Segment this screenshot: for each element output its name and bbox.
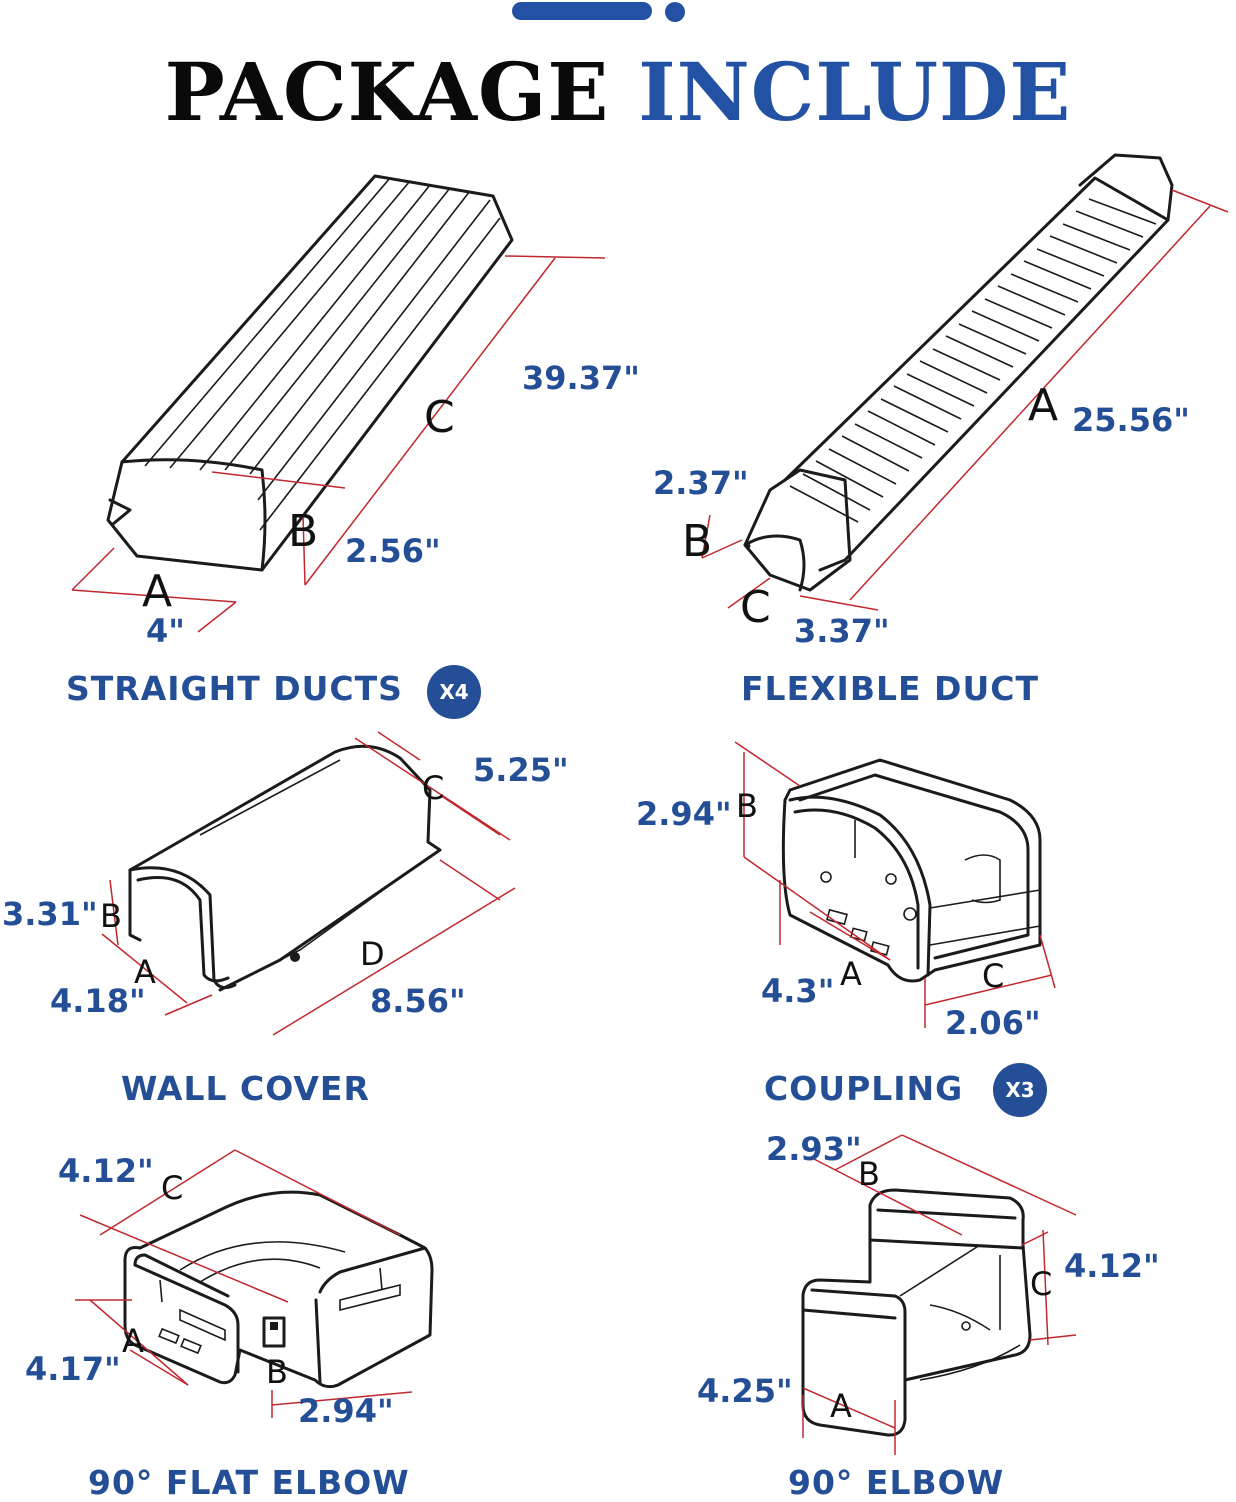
dimension-height: 2.94": [636, 795, 732, 833]
dimension-letter: C: [740, 582, 771, 633]
top-pill-decoration: [512, 2, 652, 20]
dimension-width: 3.37": [794, 612, 890, 650]
dimension-height: 2.93": [766, 1130, 862, 1168]
dimension-height: 3.31": [2, 895, 98, 933]
dimension-depth: 2.06": [945, 1004, 1041, 1042]
dimension-width: 4.17": [25, 1350, 121, 1388]
dimension-letter: B: [682, 516, 713, 567]
item-caption: COUPLING: [764, 1069, 964, 1108]
dimension-width: 4.18": [50, 982, 146, 1020]
dimension-letter: B: [736, 787, 758, 825]
item-caption: STRAIGHT DUCTS: [66, 669, 403, 708]
quantity-badge: X3: [993, 1063, 1047, 1117]
dimension-length: 39.37": [522, 359, 640, 397]
dimension-width: 4": [146, 612, 185, 650]
dimension-letter: A: [840, 955, 862, 993]
dimension-height: 2.94": [298, 1392, 394, 1430]
dimension-length: 25.56": [1072, 401, 1190, 439]
coupling-drawing: [734, 741, 1056, 1028]
dimension-letter: A: [142, 566, 173, 617]
dimension-depth: 4.12": [58, 1152, 154, 1190]
flat-elbow-drawing: [75, 1149, 434, 1418]
dimension-depth: 4.12": [1064, 1247, 1160, 1285]
dimension-width: 4.3": [761, 972, 835, 1010]
page-title: PACKAGE INCLUDE: [0, 52, 1236, 132]
dimension-letter: C: [424, 392, 455, 443]
dimension-letter: B: [100, 897, 122, 935]
wall-cover-drawing: [101, 731, 516, 1036]
dimension-depth: 5.25": [473, 751, 569, 789]
dimension-letter: C: [1030, 1265, 1053, 1303]
top-dot-decoration: [665, 2, 685, 22]
dimension-letter: B: [858, 1155, 880, 1193]
dimension-letter: A: [830, 1387, 852, 1425]
dimension-letter: A: [134, 953, 156, 991]
dimension-height: 2.37": [653, 464, 749, 502]
quantity-badge: X4: [427, 665, 481, 719]
dimension-letter: B: [288, 506, 319, 557]
dimension-height: 2.56": [345, 532, 441, 570]
title-part-black: PACKAGE: [164, 45, 610, 139]
item-caption: 90° ELBOW: [788, 1463, 1005, 1502]
dimension-width: 4.25": [697, 1372, 793, 1410]
dimension-letter: A: [1028, 380, 1059, 431]
flexible-duct-drawing: [701, 153, 1229, 611]
item-caption: FLEXIBLE DUCT: [741, 669, 1039, 708]
dimension-letter: C: [982, 957, 1005, 995]
dimension-letter: B: [266, 1353, 288, 1391]
dimension-length: 8.56": [370, 982, 466, 1020]
dimension-letter: C: [422, 769, 445, 807]
elbow-drawing: [801, 1134, 1077, 1455]
straight-duct-drawing: [71, 174, 606, 633]
dimension-letter: D: [360, 935, 385, 973]
item-caption: WALL COVER: [121, 1069, 370, 1108]
item-caption: 90° FLAT ELBOW: [88, 1463, 410, 1502]
title-part-blue: INCLUDE: [638, 45, 1072, 139]
dimension-letter: C: [161, 1169, 184, 1207]
dimension-letter: A: [122, 1322, 144, 1360]
